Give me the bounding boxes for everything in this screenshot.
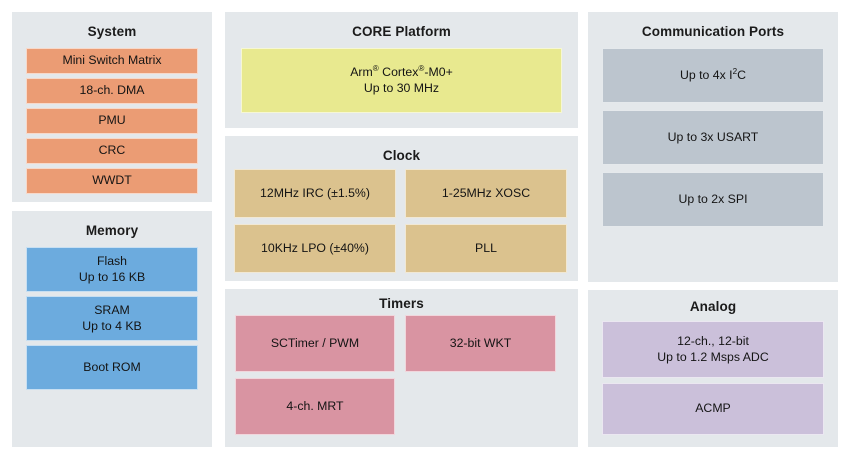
block-label: Mini Switch Matrix xyxy=(62,53,162,68)
block-label: Up to 2x SPI xyxy=(678,191,748,206)
block-label: Flash xyxy=(96,253,128,268)
block-label: SCTimer / PWM xyxy=(270,335,360,350)
block-sctimer-pwm: SCTimer / PWM xyxy=(235,315,395,372)
block-label: 1-25MHz XOSC xyxy=(441,185,531,200)
block-4ch-mrt: 4-ch. MRT xyxy=(235,378,395,435)
block-label: PMU xyxy=(98,113,126,128)
block-12mhz-irc: 12MHz IRC (±1.5%) xyxy=(234,169,396,218)
block-32bit-wkt: 32-bit WKT xyxy=(405,315,556,372)
block-sublabel: Up to 30 MHz xyxy=(363,80,440,95)
block-dma: 18-ch. DMA xyxy=(26,78,198,104)
block-crc: CRC xyxy=(26,138,198,164)
block-label: 4-ch. MRT xyxy=(286,398,344,413)
panel-title-timers: Timers xyxy=(379,296,424,311)
panel-timers: Timers SCTimer / PWM 32-bit WKT 4-ch. MR… xyxy=(225,289,578,447)
panel-memory: Memory Flash Up to 16 KB SRAM Up to 4 KB… xyxy=(12,211,212,447)
block-wwdt: WWDT xyxy=(26,168,198,194)
block-label: 18-ch. DMA xyxy=(79,83,145,98)
block-label: Up to 4x I2C xyxy=(679,66,747,82)
panel-communication-ports: Communication Ports Up to 4x I2C Up to 3… xyxy=(588,12,838,282)
block-label: 32-bit WKT xyxy=(449,335,512,350)
panel-title-system: System xyxy=(87,24,137,39)
block-label: CRC xyxy=(98,143,126,158)
block-label: Boot ROM xyxy=(83,359,141,374)
panel-system: System Mini Switch Matrix 18-ch. DMA PMU… xyxy=(12,12,212,202)
block-i2c: Up to 4x I2C xyxy=(602,48,824,103)
block-flash: Flash Up to 16 KB xyxy=(26,247,198,292)
block-mini-switch-matrix: Mini Switch Matrix xyxy=(26,48,198,74)
block-acmp: ACMP xyxy=(602,383,824,435)
block-label: ACMP xyxy=(695,401,731,416)
block-label: WWDT xyxy=(92,173,132,188)
block-xosc: 1-25MHz XOSC xyxy=(405,169,567,218)
block-label: 12MHz IRC (±1.5%) xyxy=(260,185,370,200)
block-boot-rom: Boot ROM xyxy=(26,345,198,390)
panel-title-communication-ports: Communication Ports xyxy=(641,24,785,39)
panel-title-clock: Clock xyxy=(382,148,421,163)
block-pll: PLL xyxy=(405,224,567,273)
block-sublabel: Up to 16 KB xyxy=(78,269,146,284)
panel-analog: Analog 12-ch., 12-bit Up to 1.2 Msps ADC… xyxy=(588,290,838,447)
block-label: 12-ch., 12-bit xyxy=(677,333,749,348)
panel-core-platform: CORE Platform Arm® Cortex®-M0+ Up to 30 … xyxy=(225,12,578,128)
block-arm-cortex-m0plus: Arm® Cortex®-M0+ Up to 30 MHz xyxy=(241,48,562,113)
block-label: 10KHz LPO (±40%) xyxy=(261,240,369,255)
block-10khz-lpo: 10KHz LPO (±40%) xyxy=(234,224,396,273)
block-sublabel: Up to 4 KB xyxy=(82,318,142,333)
block-sram: SRAM Up to 4 KB xyxy=(26,296,198,341)
panel-clock: Clock 12MHz IRC (±1.5%) 1-25MHz XOSC 10K… xyxy=(225,136,578,281)
block-sublabel: Up to 1.2 Msps ADC xyxy=(657,349,769,364)
block-pmu: PMU xyxy=(26,108,198,134)
block-label: SRAM xyxy=(94,302,130,317)
block-usart: Up to 3x USART xyxy=(602,110,824,165)
block-label: Arm® Cortex®-M0+ xyxy=(350,63,453,79)
block-label: Up to 3x USART xyxy=(667,129,759,144)
panel-title-analog: Analog xyxy=(689,299,737,314)
block-adc: 12-ch., 12-bit Up to 1.2 Msps ADC xyxy=(602,321,824,378)
panel-title-core-platform: CORE Platform xyxy=(352,24,451,39)
block-spi: Up to 2x SPI xyxy=(602,172,824,227)
block-label: PLL xyxy=(475,240,497,255)
panel-title-memory: Memory xyxy=(85,223,139,238)
